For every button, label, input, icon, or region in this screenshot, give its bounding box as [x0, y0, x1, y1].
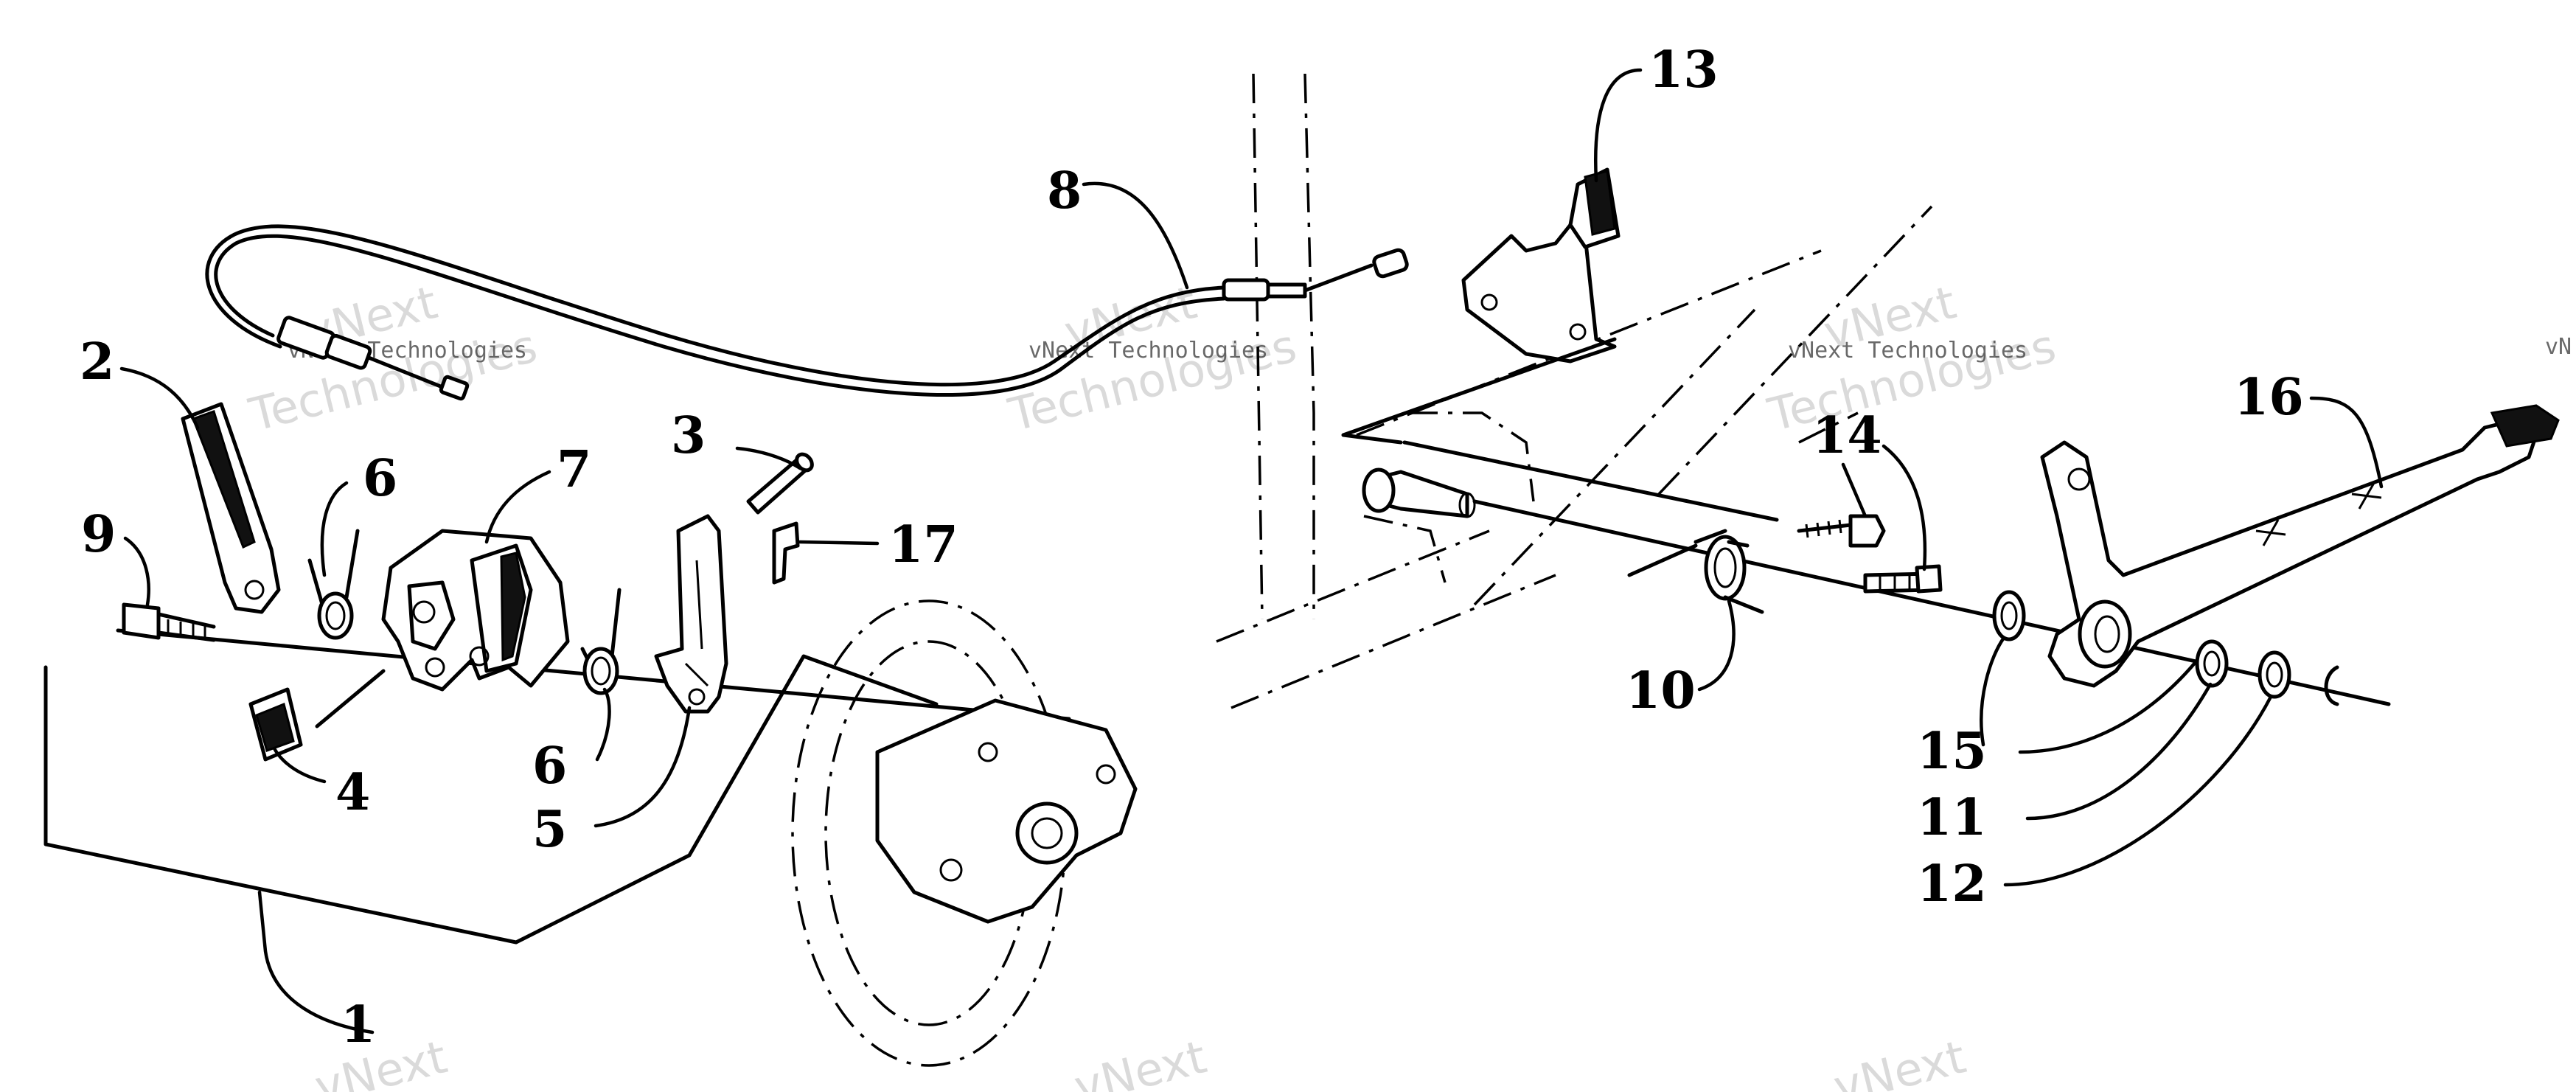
watermark-edge: vN — [2545, 334, 2572, 360]
callout-13: 13 — [1649, 41, 1719, 100]
torsion-spring-right — [580, 588, 622, 695]
leader-lines — [119, 68, 2384, 1034]
caliper-bolt — [122, 602, 216, 642]
watermark-brand: vNext — [310, 1030, 452, 1092]
brake-pedal — [2040, 404, 2560, 688]
callout-17: 17 — [888, 515, 958, 574]
callout-3: 3 — [671, 406, 706, 465]
brake-caliper — [315, 529, 570, 728]
callout-1: 1 — [341, 995, 375, 1054]
watermark-text: vNext Technologies — [1788, 338, 2027, 364]
return-spring — [1627, 529, 1764, 614]
snap-ring-12 — [2324, 665, 2339, 706]
callout-6-lower: 6 — [532, 737, 567, 796]
pedal-bolt — [1797, 514, 1943, 594]
callout-7: 7 — [557, 440, 591, 499]
watermark-brand: vNext — [1069, 1030, 1211, 1092]
callout-11: 11 — [1917, 788, 1987, 847]
callout-8: 8 — [1047, 161, 1082, 220]
callout-5: 5 — [532, 800, 567, 859]
watermark-text: vNext Technologies — [1028, 338, 1268, 364]
brake-disc — [791, 599, 1138, 1067]
caliper-lever-arm — [181, 402, 281, 614]
callout-9: 9 — [81, 505, 116, 564]
shaft-washer-15 — [1992, 590, 2026, 641]
callout-2: 2 — [80, 333, 114, 392]
shaft-washer-11b — [2258, 650, 2291, 699]
callout-15: 15 — [1917, 722, 1987, 781]
callout-16: 16 — [2234, 368, 2304, 427]
torsion-spring-left — [307, 529, 360, 640]
callout-6-upper: 6 — [363, 449, 397, 508]
shaft-washer-11 — [2195, 639, 2229, 688]
brake-pad — [248, 687, 303, 762]
callout-10: 10 — [1626, 661, 1696, 720]
pedal-shaft — [1362, 440, 2391, 706]
stop-bracket — [1341, 167, 1621, 445]
watermark-brand: vNext — [1828, 1030, 1971, 1092]
callout-labels: 1 2 3 4 5 6 6 7 8 9 10 11 12 13 14 15 16… — [80, 41, 2304, 1054]
caliper-bracket — [654, 514, 728, 714]
caliper-mount-outline — [43, 654, 939, 945]
brake-cable — [205, 224, 1409, 401]
pivot-pin — [746, 452, 814, 515]
callout-4: 4 — [335, 763, 370, 822]
retaining-clip — [772, 521, 800, 585]
callout-12: 12 — [1917, 855, 1987, 914]
callout-14: 14 — [1812, 406, 1882, 465]
